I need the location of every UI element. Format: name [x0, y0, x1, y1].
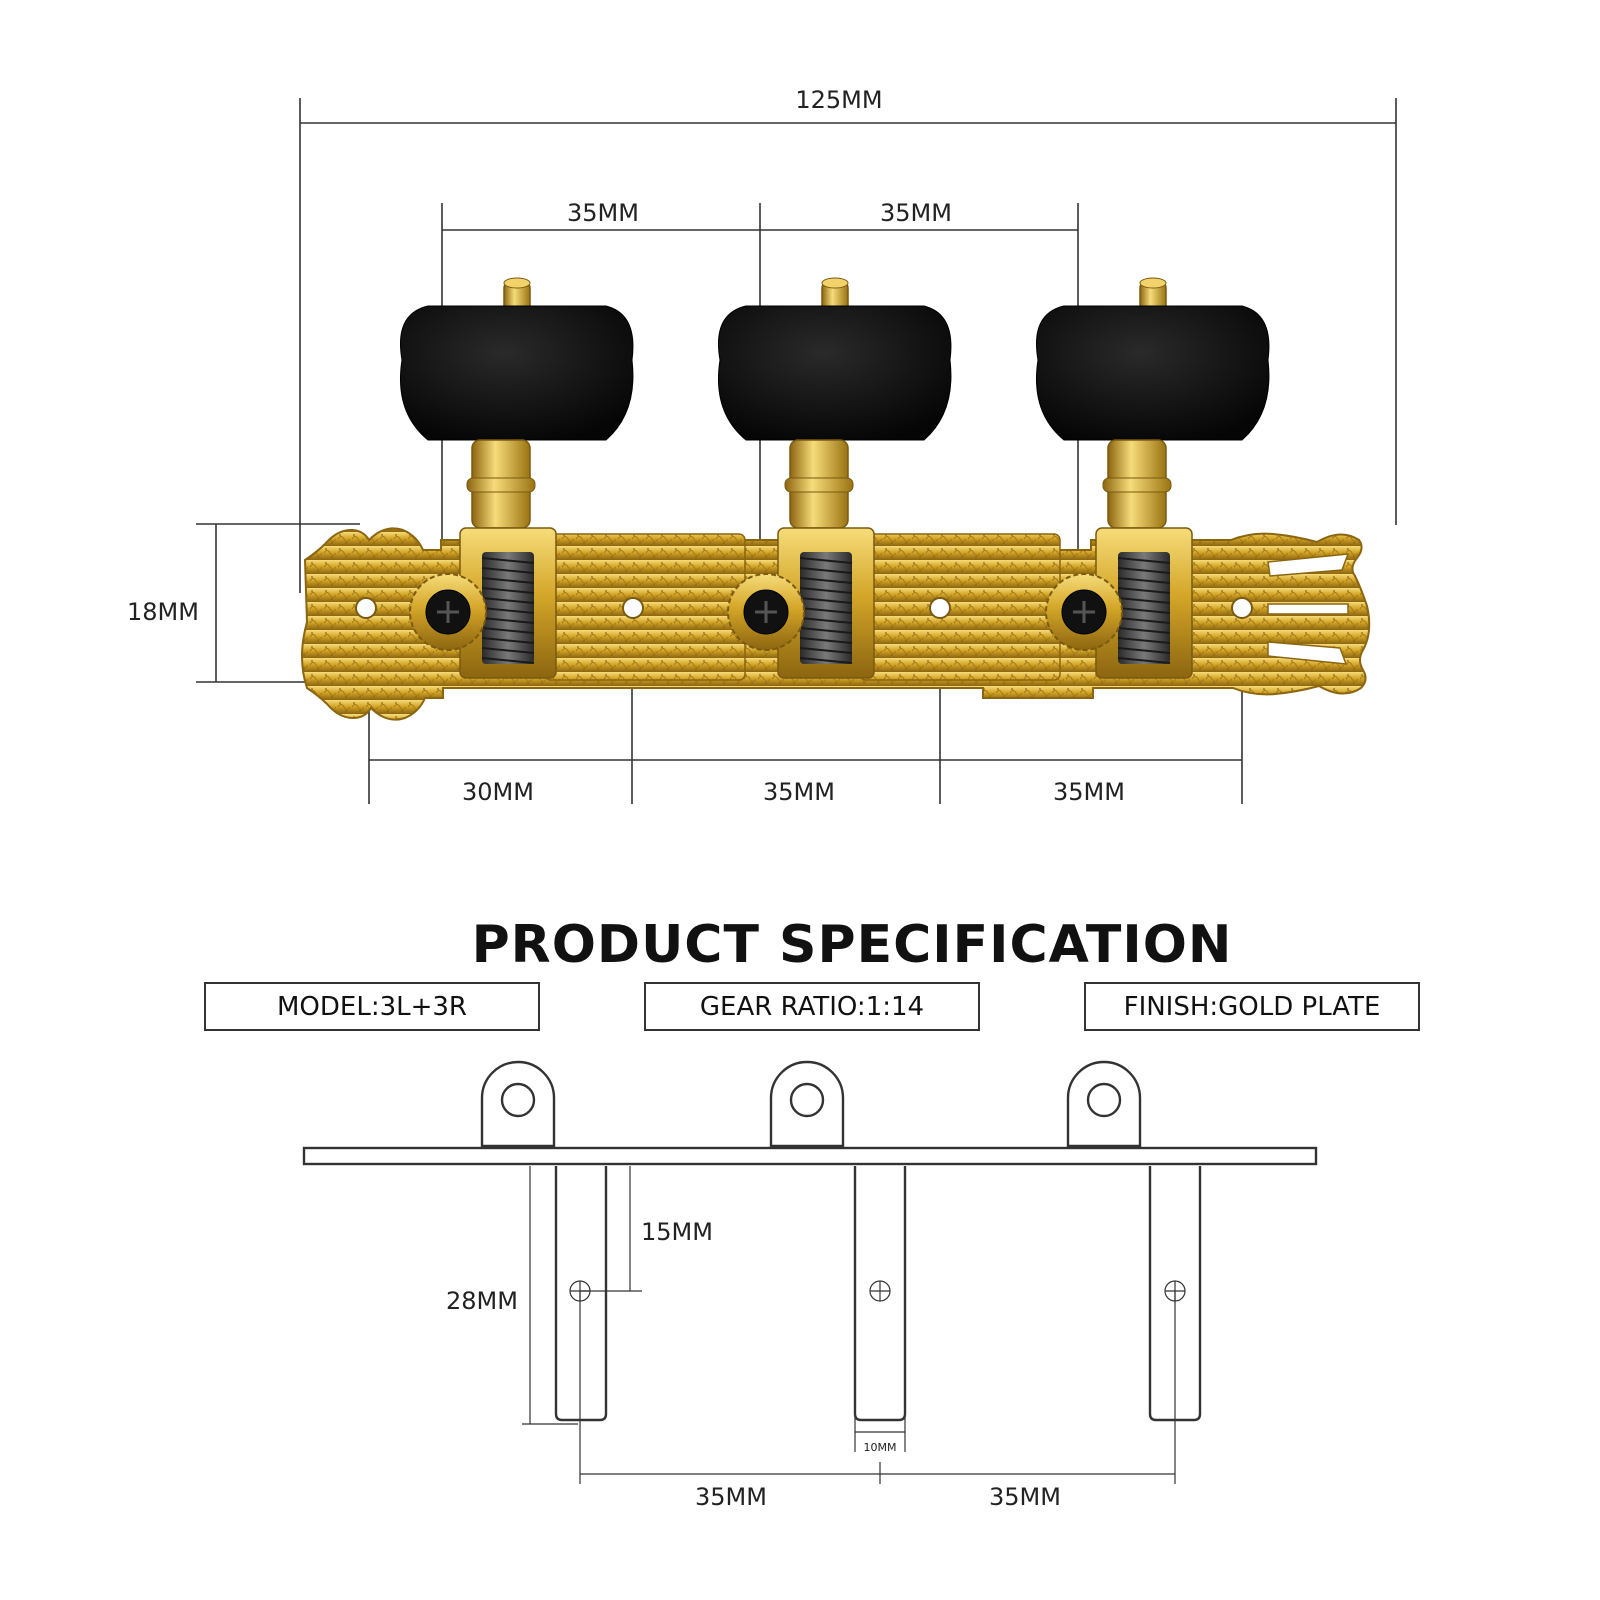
post-width-label: 10MM — [864, 1441, 897, 1454]
spec-box-gear-ratio: GEAR RATIO:1:14 — [644, 982, 980, 1031]
knob-spacing-left-label: 35MM — [567, 199, 639, 227]
tuner-unit-2 — [717, 277, 952, 679]
finish-label: FINISH:GOLD PLATE — [1124, 992, 1381, 1022]
page-title: PRODUCT SPECIFICATION — [472, 915, 1233, 975]
spec-box-finish: FINISH:GOLD PLATE — [1084, 982, 1420, 1031]
hole-spacing-3-label: 35MM — [1053, 778, 1125, 806]
side-dimension-lines — [522, 1166, 1176, 1484]
overall-length-label: 125MM — [795, 86, 882, 114]
side-view-drawing — [302, 1060, 1318, 1422]
tuner-knob-units — [399, 277, 1270, 679]
gear-ratio-label: GEAR RATIO:1:14 — [700, 992, 924, 1022]
ebony-knob — [1035, 305, 1270, 441]
plate-height-label: 18MM — [127, 598, 199, 626]
post-spacing-right-label: 35MM — [989, 1483, 1061, 1511]
spec-box-model: MODEL:3L+3R — [204, 982, 540, 1031]
tuner-unit-3 — [1035, 277, 1270, 679]
post-to-hole-label: 15MM — [641, 1218, 713, 1246]
ebony-knob — [399, 305, 634, 441]
knob-spacing-right-label: 35MM — [880, 199, 952, 227]
model-label: MODEL:3L+3R — [277, 992, 467, 1022]
tuner-unit-1 — [399, 277, 634, 679]
hole-spacing-2-label: 35MM — [763, 778, 835, 806]
ebony-knob — [717, 305, 952, 441]
post-spacing-left-label: 35MM — [695, 1483, 767, 1511]
hole-spacing-1-label: 30MM — [462, 778, 534, 806]
post-length-label: 28MM — [446, 1287, 518, 1315]
